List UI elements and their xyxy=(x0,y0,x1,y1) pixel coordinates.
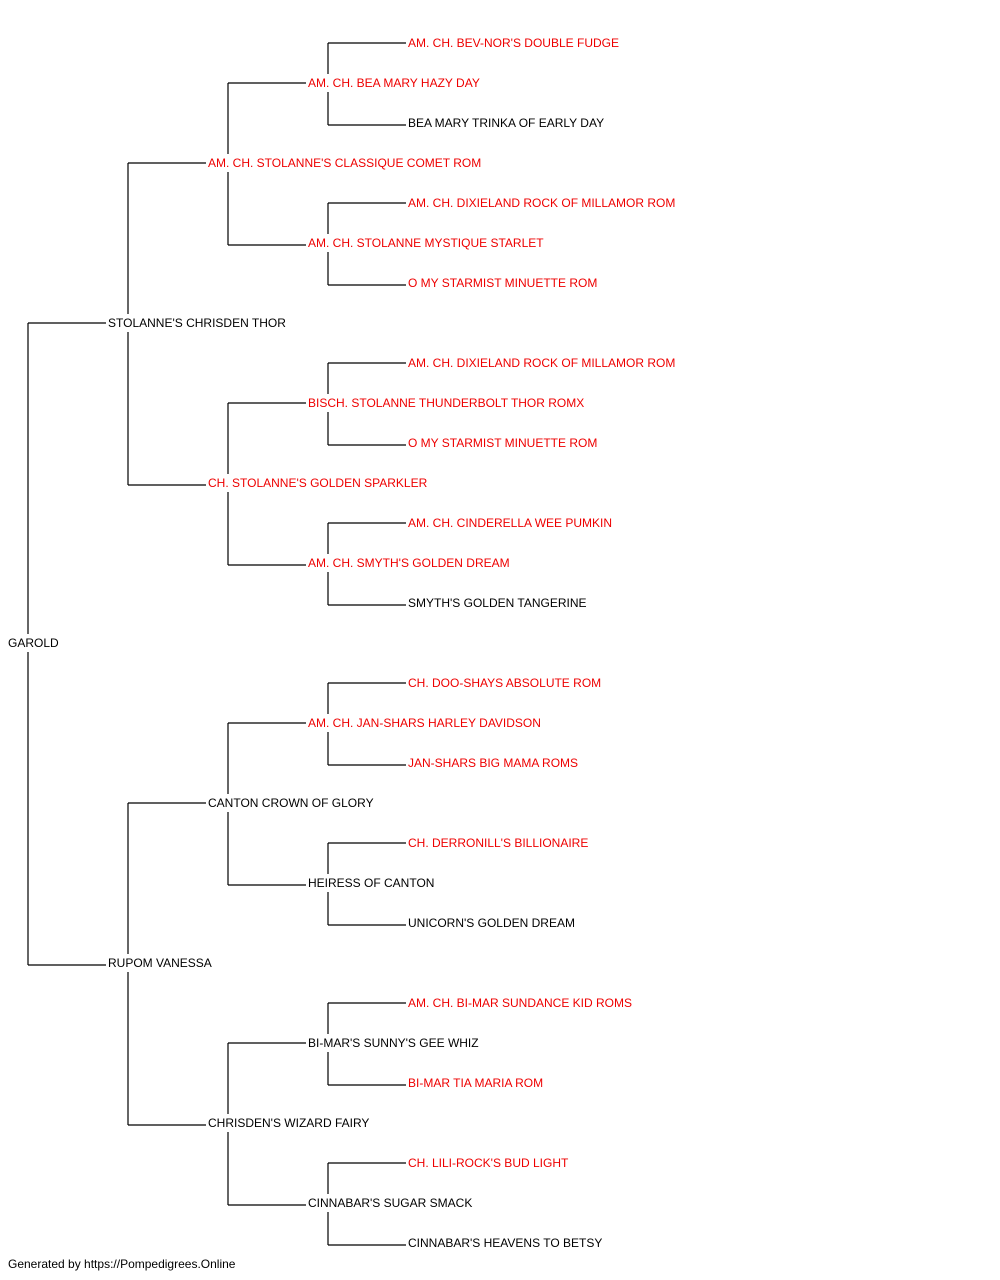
dog-name-gen4: AM. CH. CINDERELLA WEE PUMKIN xyxy=(408,516,615,530)
dog-name-gen3: BISCH. STOLANNE THUNDERBOLT THOR ROMX xyxy=(308,396,587,410)
dog-name-gen3: AM. CH. JAN-SHARS HARLEY DAVIDSON xyxy=(308,716,543,730)
dog-name-gen1: RUPOM VANESSA xyxy=(108,956,214,970)
dog-name-gen4: AM. CH. DIXIELAND ROCK OF MILLAMOR ROM xyxy=(408,196,678,210)
dog-name-gen4: JAN-SHARS BIG MAMA ROMS xyxy=(408,756,581,770)
dog-name-gen3: AM. CH. SMYTH'S GOLDEN DREAM xyxy=(308,556,512,570)
dog-name-gen4: O MY STARMIST MINUETTE ROM xyxy=(408,276,600,290)
dog-name-gen4: AM. CH. DIXIELAND ROCK OF MILLAMOR ROM xyxy=(408,356,678,370)
dog-name-gen4: O MY STARMIST MINUETTE ROM xyxy=(408,436,600,450)
dog-name-gen4: SMYTH'S GOLDEN TANGERINE xyxy=(408,596,589,610)
dog-name-gen4: CH. LILI-ROCK'S BUD LIGHT xyxy=(408,1156,571,1170)
dog-name-gen4: CH. DOO-SHAYS ABSOLUTE ROM xyxy=(408,676,604,690)
dog-name-gen2: CH. STOLANNE'S GOLDEN SPARKLER xyxy=(208,476,430,490)
dog-name-gen4: BEA MARY TRINKA OF EARLY DAY xyxy=(408,116,607,130)
dog-name-gen4: CH. DERRONILL'S BILLIONAIRE xyxy=(408,836,591,850)
dog-name-gen3: HEIRESS OF CANTON xyxy=(308,876,437,890)
dog-name-gen4: CINNABAR'S HEAVENS TO BETSY xyxy=(408,1236,605,1250)
dog-name-gen2: CHRISDEN'S WIZARD FAIRY xyxy=(208,1116,372,1130)
dog-name-gen3: AM. CH. STOLANNE MYSTIQUE STARLET xyxy=(308,236,546,250)
dog-name-gen4: UNICORN'S GOLDEN DREAM xyxy=(408,916,577,930)
dog-name-gen1: STOLANNE'S CHRISDEN THOR xyxy=(108,316,288,330)
generated-by-footer: Generated by https://Pompedigrees.Online xyxy=(8,1257,236,1271)
dog-name-gen0: GAROLD xyxy=(8,636,61,650)
dog-name-gen4: BI-MAR TIA MARIA ROM xyxy=(408,1076,546,1090)
dog-name-gen2: CANTON CROWN OF GLORY xyxy=(208,796,376,810)
dog-name-gen4: AM. CH. BEV-NOR'S DOUBLE FUDGE xyxy=(408,36,621,50)
dog-name-gen3: AM. CH. BEA MARY HAZY DAY xyxy=(308,76,482,90)
dog-name-gen3: BI-MAR'S SUNNY'S GEE WHIZ xyxy=(308,1036,481,1050)
dog-name-gen2: AM. CH. STOLANNE'S CLASSIQUE COMET ROM xyxy=(208,156,484,170)
dog-name-gen3: CINNABAR'S SUGAR SMACK xyxy=(308,1196,475,1210)
dog-name-gen4: AM. CH. BI-MAR SUNDANCE KID ROMS xyxy=(408,996,635,1010)
